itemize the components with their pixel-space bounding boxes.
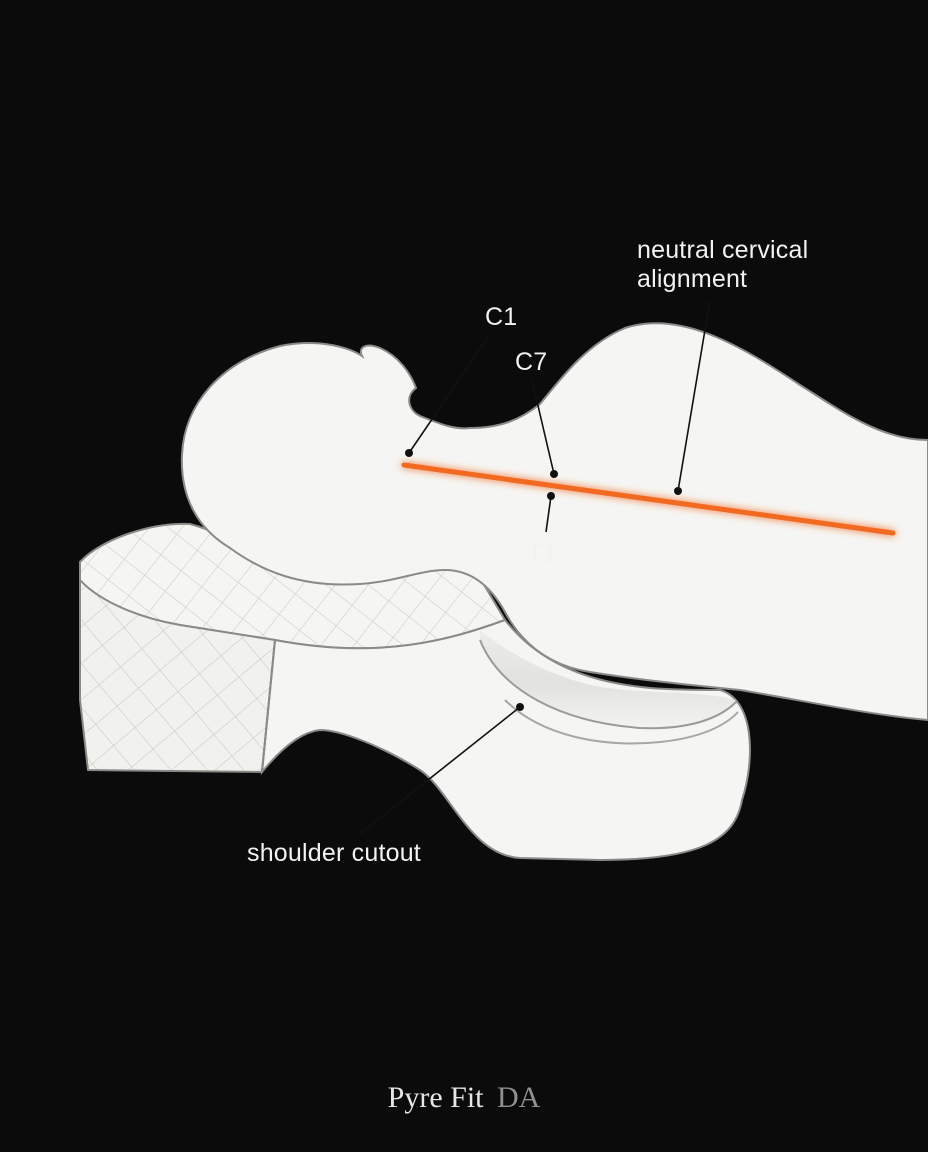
shoulder-cutout-label: shoulder cutout (247, 839, 421, 867)
c1-dot (405, 449, 413, 457)
neutral-alignment-line (401, 462, 896, 536)
alignment-dot (674, 487, 682, 495)
shoulder-dot (516, 703, 524, 711)
annotation-leaders (359, 299, 711, 835)
c7-label: C7 (515, 348, 547, 376)
pillow (79, 522, 751, 862)
t1-leader (545, 495, 552, 533)
pillow-smooth-side (260, 618, 751, 862)
t1-label: T1 (527, 539, 557, 567)
alignment-leader (677, 299, 711, 492)
c1-label: C1 (485, 303, 517, 331)
annotation-dots (405, 449, 682, 711)
brand-suffix: DA (497, 1081, 541, 1114)
cutout-contour-2 (504, 699, 739, 745)
cutout-contour-1 (479, 639, 737, 730)
brand-wordmark: Pyre Fit DA (388, 1081, 541, 1114)
t1-dot (547, 492, 555, 500)
alignment-label-line1: neutral cervical (637, 236, 808, 264)
head-and-torso (180, 322, 928, 722)
brand-name: Pyre Fit (388, 1081, 485, 1114)
c1-leader (408, 333, 491, 454)
person-silhouette (180, 322, 928, 722)
c7-dot (550, 470, 558, 478)
pillow-front-edge (261, 639, 276, 773)
c7-leader (531, 379, 555, 475)
shoulder-leader (359, 706, 521, 835)
alignment-label-line2: alignment (637, 265, 747, 293)
